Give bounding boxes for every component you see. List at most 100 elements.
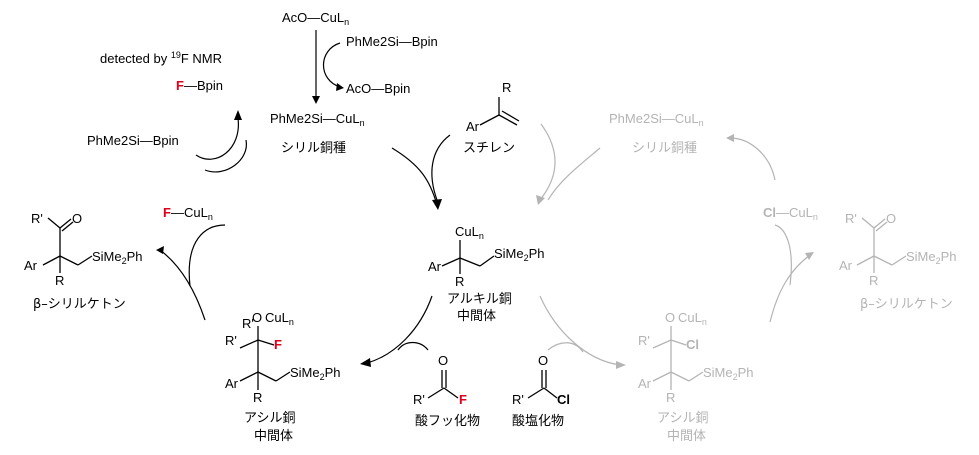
acylF-bond-f <box>443 387 459 399</box>
gray-silyl-to-alkyl-arrow <box>547 147 601 201</box>
alkylcopper-label-2: 中間体 <box>457 309 496 324</box>
ketoneR-bond-rp <box>861 217 875 229</box>
ketoneR-Ar: Ar <box>839 258 853 273</box>
acylcopperF-si: SiMe2Ph <box>290 365 341 382</box>
acylcopperCl-bond-ch2 <box>670 371 690 382</box>
fcu-out-arrow <box>188 224 226 287</box>
alkylcopper-bond-ch2 <box>459 257 481 267</box>
gray-acyl-to-ketone-arrow <box>769 254 811 323</box>
acylcopperF-bond-ch2 <box>257 371 277 382</box>
acylcopperF-R: R <box>253 390 262 405</box>
ketoneL-bond-ch2 <box>59 255 79 266</box>
gray-regen-arrowhead <box>726 134 734 142</box>
alkylcopper-R: R <box>455 274 464 289</box>
silylcopper-label: シリル銅種 <box>281 140 346 156</box>
f-cu: F—CuLn <box>163 205 213 222</box>
acylcopperCl-bond-ar <box>652 371 672 382</box>
acylF-O: O <box>438 353 448 368</box>
styrene-label: スチレン <box>463 141 515 156</box>
acylCl-Cl: Cl <box>557 392 570 407</box>
acylcopperF-Ar: Ar <box>225 376 239 391</box>
ketoneL-si: SiMe2Ph <box>92 249 143 266</box>
acylF-F: F <box>459 392 467 407</box>
ketoneR-si: SiMe2Ph <box>906 249 957 266</box>
alkylcopper-label-1: アルキル銅 <box>447 292 512 307</box>
aco-bpin: AcO—Bpin <box>346 81 410 96</box>
acylcopperF-bond-rp <box>239 339 259 349</box>
gray-silylcopper-label: シリル銅種 <box>632 140 697 156</box>
arrow-to-ketone <box>159 249 206 321</box>
acylcopperCl-Rp: R' <box>638 333 650 348</box>
acylcopperCl-Cu: CuLn <box>678 310 707 327</box>
alkylcopper-cu: CuLn <box>455 224 484 241</box>
curved-silylborane-arrow <box>323 42 341 88</box>
silylborane-top: PhMe2Si—Bpin <box>346 34 438 49</box>
acylcopperCl-Ar: Ar <box>638 376 652 391</box>
alkylcopper-bond-si <box>479 255 495 267</box>
acylcopperF-bond-f <box>257 339 275 346</box>
gray-regen-arrow <box>729 137 776 181</box>
ketoneL-bond-ar <box>42 255 61 266</box>
acylcopperCl-label-1: アシル銅 <box>657 411 708 426</box>
ketoneL-bond-rp <box>47 217 61 229</box>
gray-clcu-out-arrow <box>774 224 792 286</box>
acylcopperF-bond-ar <box>239 371 259 382</box>
curved-arrowhead <box>336 83 344 91</box>
ketoneL-label: β–シリルケトン <box>33 297 126 312</box>
acylF-Rp-top: R' <box>242 316 254 331</box>
arrow-to-alkylcopper <box>391 147 438 206</box>
left-return-arrow <box>204 139 247 173</box>
acyl-chloride-label: 酸塩化物 <box>512 414 564 429</box>
acylF-arrowhead <box>360 358 371 367</box>
styrene-bond-Ar <box>479 114 500 126</box>
left-silylborane: PhMe2Si—Bpin <box>87 133 179 148</box>
acylCl-O: O <box>538 353 548 368</box>
acylcopperF-label-2: 中間体 <box>254 429 293 444</box>
acylCl-bond-r <box>527 387 545 399</box>
ketoneR-label: β–シリルケトン <box>860 297 953 312</box>
gray-styrene-arrowhead <box>536 195 545 205</box>
acylcopperCl-Cl: Cl <box>686 337 699 352</box>
acylcopperCl-O: O <box>665 310 675 325</box>
detected-label: detected by 19F NMR <box>100 50 222 66</box>
down-arrowhead <box>312 96 320 104</box>
ketoneR-bond-ch2 <box>873 255 893 266</box>
acylcopperCl-label-2: 中間体 <box>667 429 706 444</box>
alkylcopper-arrowhead <box>432 199 442 210</box>
alkylcopper-bond-ar <box>441 257 461 267</box>
acylcopperF-Cu: CuLn <box>265 310 294 327</box>
acylcopperF-F: F <box>274 337 282 352</box>
ketoneL-co-1 <box>59 218 72 229</box>
left-regeneration-arrow <box>195 117 239 160</box>
gray-ketone-arrowhead <box>805 252 814 260</box>
acyl-fluoride-label: 酸フッ化物 <box>415 414 480 429</box>
acylF-Rp: R' <box>413 392 425 407</box>
styrene-double-2 <box>501 110 520 122</box>
ketoneR-co-2 <box>875 221 888 232</box>
ketoneL-R: R <box>55 273 64 288</box>
ketoneR-O: O <box>886 211 896 226</box>
acylcopperF-Rp: R' <box>225 333 237 348</box>
ketoneL-Ar: Ar <box>24 258 38 273</box>
gray-arrow-to-acylcopper <box>539 295 621 366</box>
acylcopperCl-bond-rp <box>652 339 672 349</box>
ketoneL-bond-si <box>77 255 93 266</box>
styrene-double-1 <box>498 114 518 126</box>
gray-acylCl-in-arrow <box>547 342 584 353</box>
alkylcopper-Ar: Ar <box>428 259 442 274</box>
acylcopperF-label-1: アシル銅 <box>244 411 295 426</box>
acylcopperCl-bond-si <box>688 371 704 382</box>
acylCl-bond-cl <box>543 387 558 399</box>
acylCl-Rp: R' <box>512 392 524 407</box>
acyl-fluoride-in-arrow <box>397 341 429 351</box>
ketoneR-bond-si <box>891 255 907 266</box>
acylcopperF-bond-si <box>275 371 291 382</box>
ketoneR-Rp: R' <box>845 211 857 226</box>
gray-silylcopper: PhMe2Si—CuLn <box>609 111 704 128</box>
ketoneL-co-2 <box>61 221 74 232</box>
left-regen-arrowhead <box>234 110 242 120</box>
acylcopperF-O: O <box>252 310 262 325</box>
styrene-Ar: Ar <box>466 119 480 134</box>
